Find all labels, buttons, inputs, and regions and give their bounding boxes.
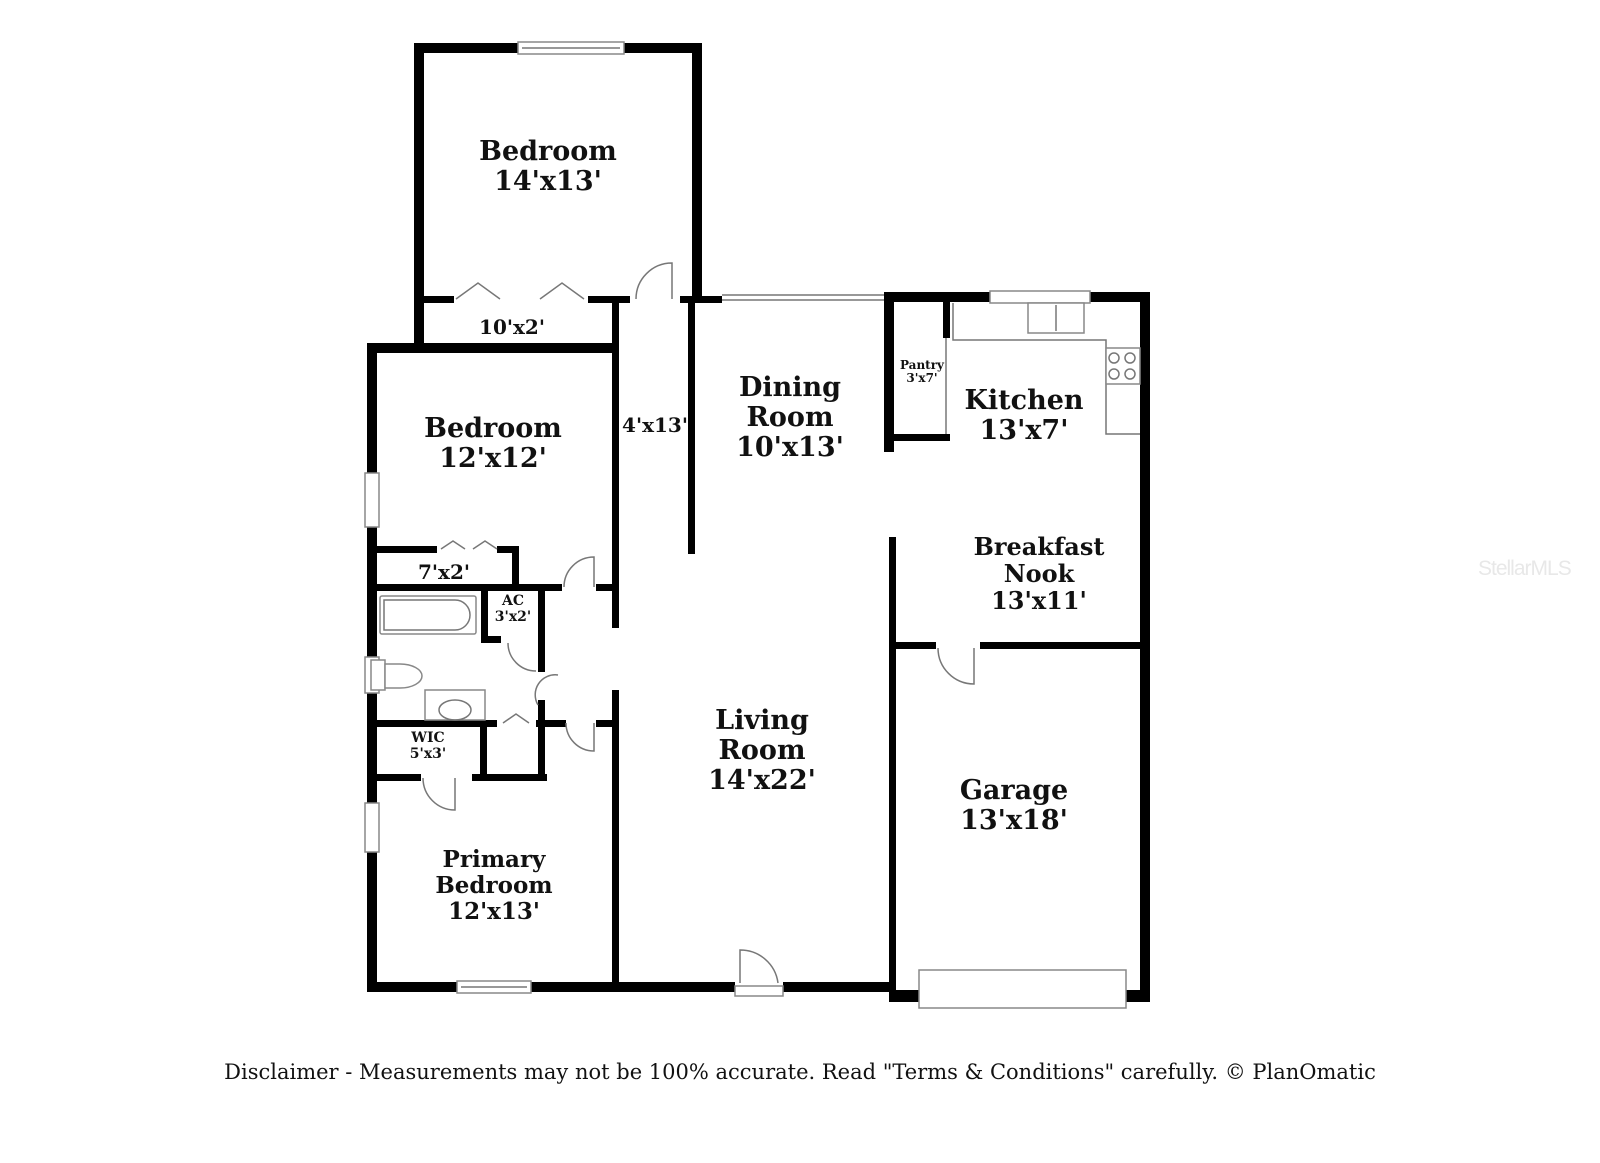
room-label-closet-10x2: 10'x2' [479,315,545,339]
room-name: Living [715,705,809,736]
toilet-tank [370,659,386,691]
room-size: 14'x13' [494,166,602,198]
disclaimer-text: Disclaimer - Measurements may not be 100… [224,1060,1376,1084]
vanity [424,689,486,721]
front-door-sill [734,985,784,997]
room-name: Room [718,735,806,767]
room-name: WIC [411,730,445,746]
room-label-bedroom-mid: Bedroom 12'x12' [424,413,562,475]
window-left-1 [364,472,380,528]
room-label-wic: WIC 5'x3' [409,730,447,762]
room-size: 13'x11' [991,585,1087,615]
room-name: Nook [1003,558,1075,588]
bifold-door [455,282,501,300]
toilet [384,663,423,689]
room-size: 13'x18' [960,805,1068,837]
room-name: AC [501,593,524,609]
room-label-kitchen: Kitchen 13'x7' [964,385,1084,447]
kitchen-counter [952,303,1140,435]
room-name: Primary [442,846,546,873]
door-swing [635,262,673,300]
room-label-ac: AC 3'x2' [494,593,532,625]
bathtub [379,595,477,635]
room-size: 4'x13' [622,413,688,437]
room-name: Kitchen [964,385,1084,416]
room-label-hall: 4'x13' [622,413,688,437]
room-size: 7'x2' [417,560,471,584]
room-size: 12'x12' [439,443,547,475]
window-kitchen [989,290,1091,304]
room-size: 10'x2' [479,315,545,339]
top-bedroom-walls [414,43,722,353]
sink [438,699,472,721]
garage-door [918,969,1127,1009]
room-label-bedroom-top: Bedroom 14'x13' [479,136,617,198]
room-size: 3'x2' [494,608,532,625]
room-size: 10'x13' [736,432,844,464]
interior-walls-left [377,546,616,781]
room-size: 12'x13' [448,897,540,925]
bifold-door [539,282,585,300]
left-wing-walls [367,303,893,992]
room-name: Garage [959,775,1069,806]
room-size: 13'x7' [979,415,1069,447]
room-label-breakfast-nook: Breakfast Nook 13'x11' [973,532,1105,615]
room-name: Bedroom [435,871,553,899]
center-walls [688,292,1150,1002]
room-label-pantry: Pantry 3'x7' [899,358,945,386]
room-name: Breakfast [973,532,1105,561]
room-label-dining-room: Dining Room 10'x13' [736,372,844,464]
room-label-closet-7x2: 7'x2' [417,560,471,584]
room-label-garage: Garage 13'x18' [959,775,1069,837]
room-label-primary-bedroom: Primary Bedroom 12'x13' [435,847,552,924]
room-size: 3'x7' [906,371,938,386]
room-name: Bedroom [479,136,617,167]
window-left-3 [364,802,380,853]
room-size: 14'x22' [708,765,816,797]
front-door-swing [739,949,779,984]
room-size: 5'x3' [409,745,447,762]
watermark: StellarMLS [1478,557,1572,580]
room-label-living-room: Living Room 14'x22' [708,705,816,797]
room-name: Dining [738,372,842,403]
room-name: Bedroom [424,413,562,444]
room-name: Pantry [899,358,945,372]
room-name: Room [746,402,834,434]
